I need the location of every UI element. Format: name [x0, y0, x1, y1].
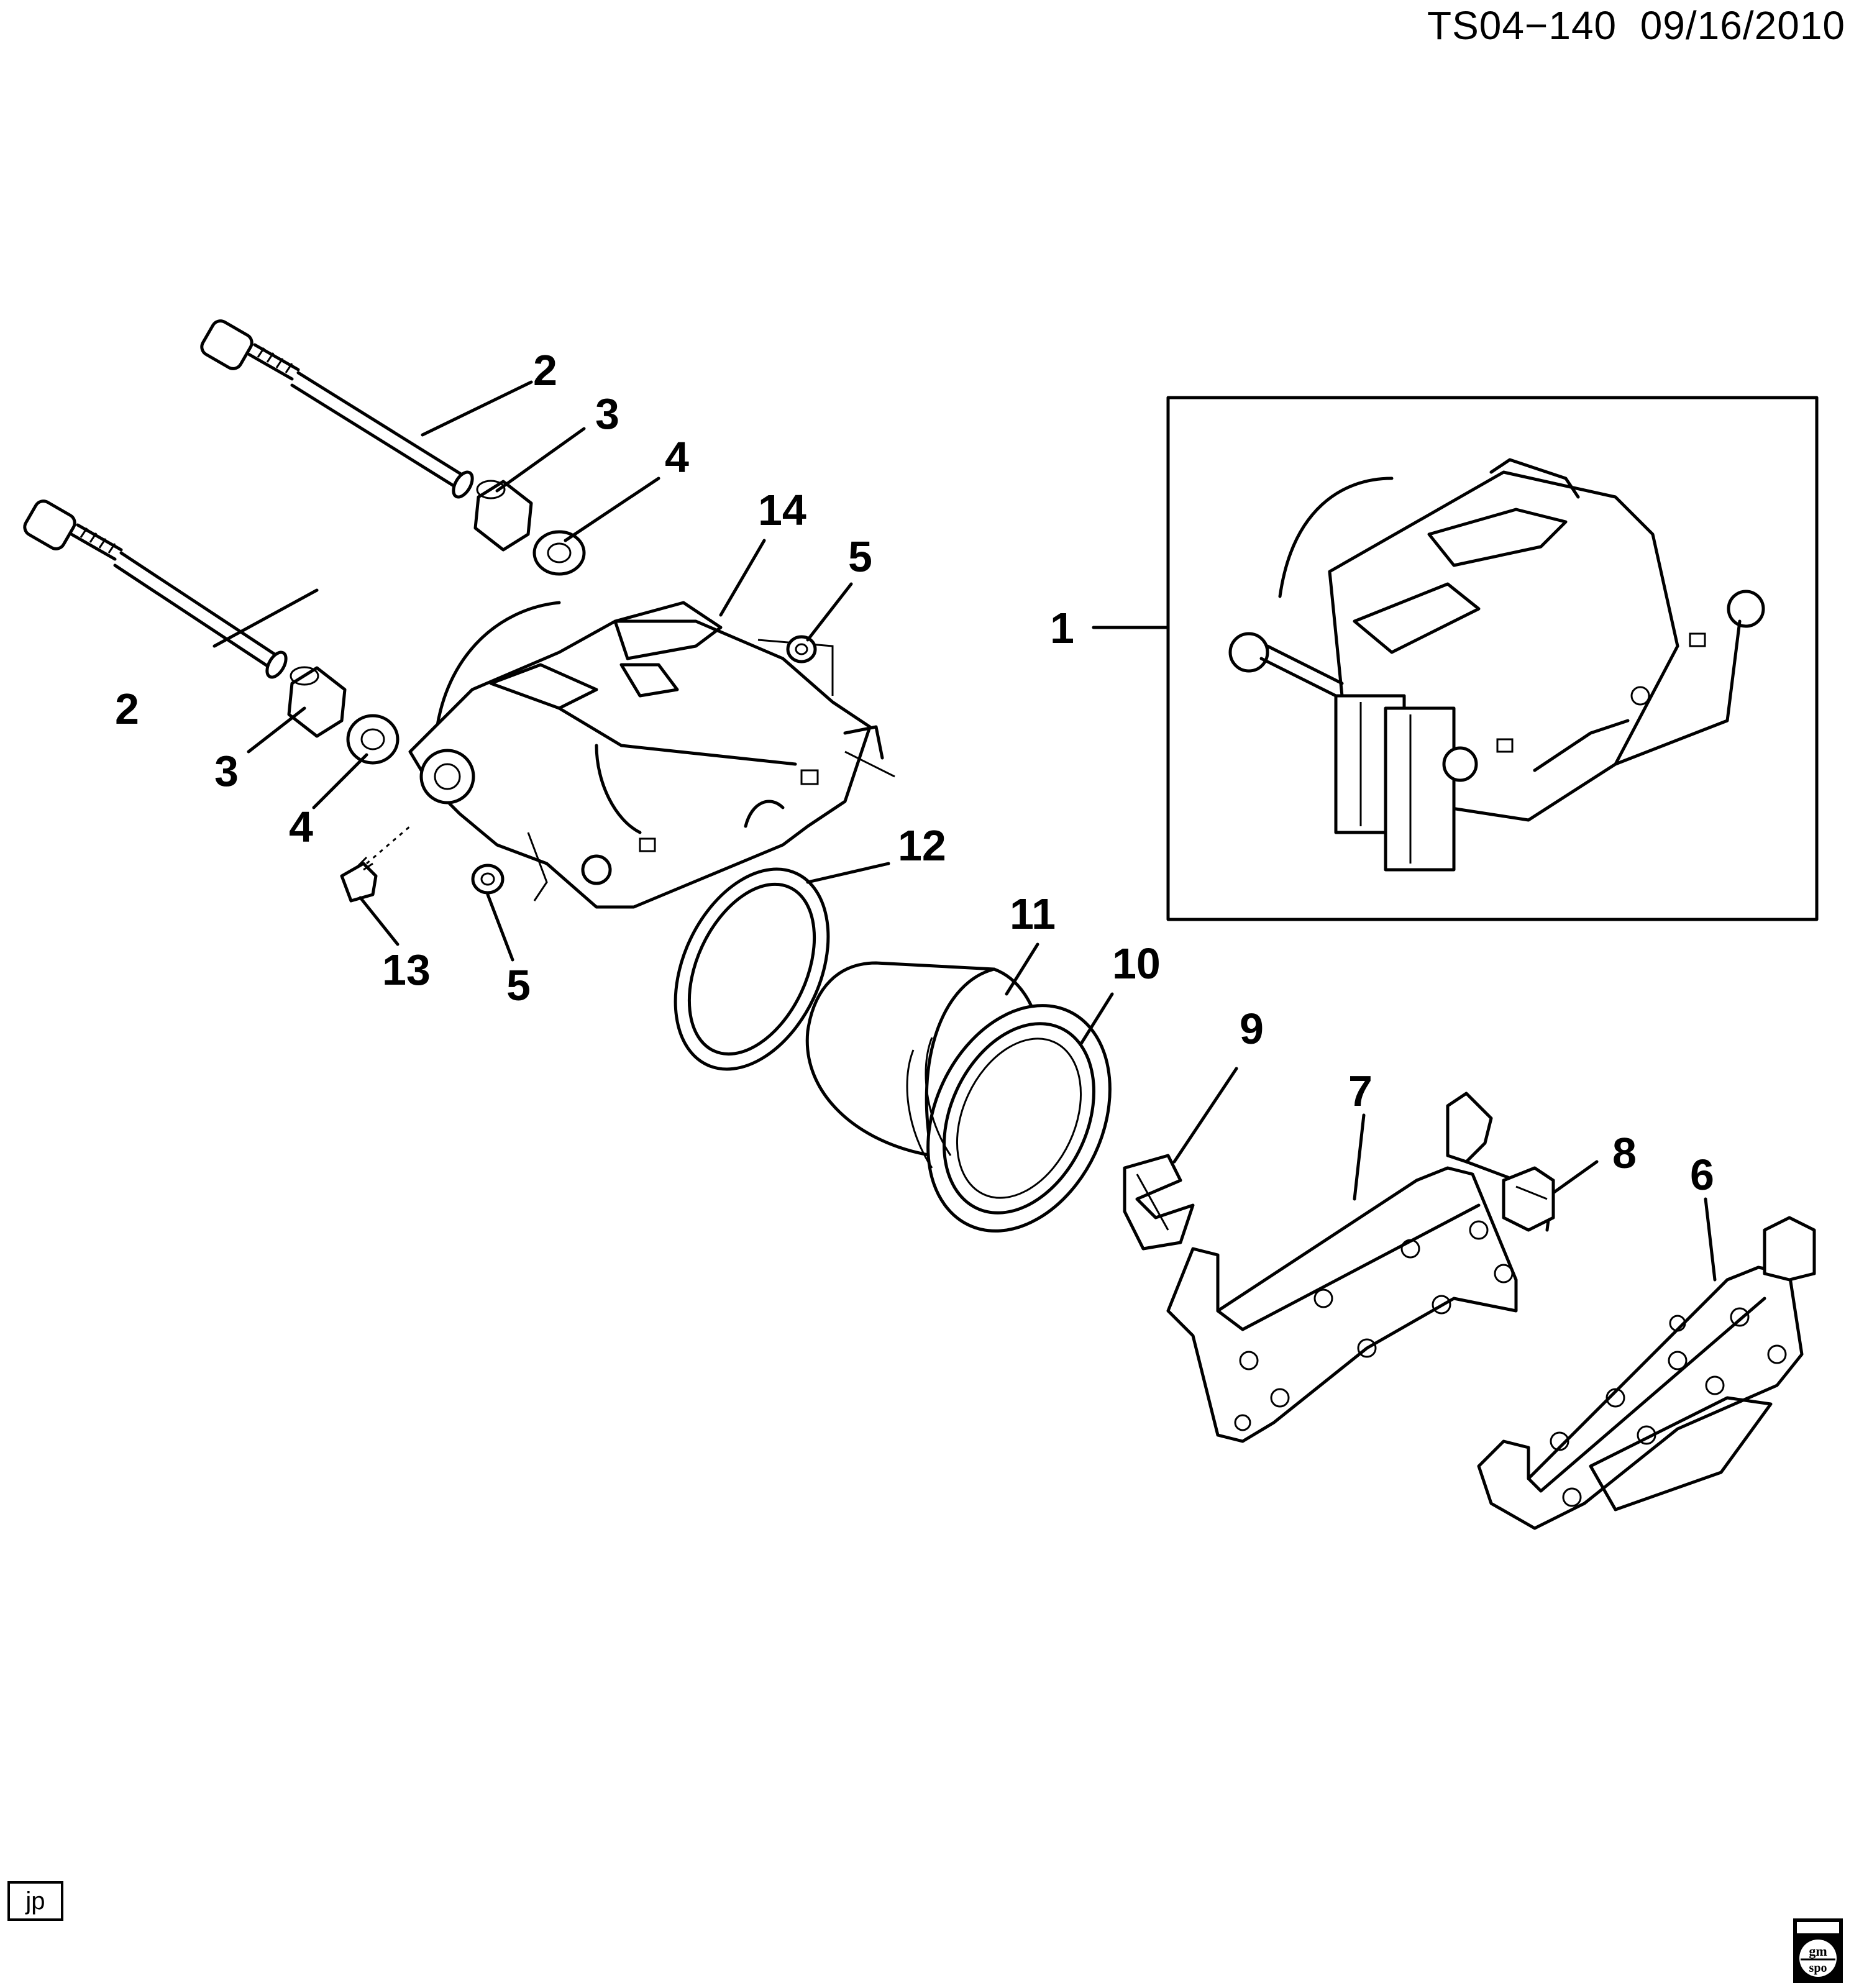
callout-14: 14 — [758, 486, 806, 534]
bushing-upper — [532, 530, 586, 576]
caliper-housing — [408, 601, 895, 909]
svg-text:spo: spo — [1809, 1961, 1827, 1975]
assembled-caliper-inset — [1166, 396, 1819, 921]
callout-13: 13 — [382, 946, 431, 994]
guide-pin-upper — [200, 319, 474, 499]
inboard-brake-pad — [1477, 1216, 1816, 1530]
svg-text:gm: gm — [1809, 1943, 1827, 1959]
callout-9: 9 — [1240, 1005, 1264, 1053]
diagram-header: TS04−140 09/16/2010 — [1427, 2, 1845, 48]
diagram-date: 09/16/2010 — [1640, 3, 1845, 48]
gm-spo-logo: gm spo — [1793, 1918, 1843, 1983]
cap-lower — [471, 864, 505, 895]
callout-1: 1 — [1050, 604, 1074, 652]
callout-7: 7 — [1348, 1067, 1373, 1115]
callout-2-lower: 2 — [115, 685, 139, 733]
bushing-lower — [346, 714, 400, 765]
guide-pin-lower — [23, 499, 288, 679]
outboard-brake-pad — [1166, 1092, 1555, 1443]
callout-2-upper: 2 — [533, 346, 557, 394]
callout-4-upper: 4 — [665, 433, 689, 481]
callout-5-lower: 5 — [506, 961, 531, 1010]
callout-12: 12 — [898, 821, 946, 870]
bleeder-valve — [340, 825, 411, 903]
jp-tag: jp — [7, 1881, 63, 1921]
leader-lines — [212, 380, 1717, 1282]
callout-8: 8 — [1612, 1129, 1637, 1177]
callout-labels: 1 2 2 3 3 4 4 5 5 6 7 8 9 10 11 12 13 14 — [115, 346, 1714, 1199]
callout-11: 11 — [1010, 890, 1056, 938]
callout-10: 10 — [1112, 939, 1161, 988]
piston-boot — [906, 1004, 1112, 1233]
callout-5-upper: 5 — [848, 532, 872, 581]
cap-upper — [786, 635, 817, 663]
callout-6: 6 — [1690, 1151, 1714, 1199]
retainer-spring — [1123, 1154, 1195, 1251]
callout-4-lower: 4 — [289, 803, 313, 851]
wear-sensor — [1502, 1166, 1555, 1232]
sleeve-lower — [287, 666, 347, 738]
sleeve-upper — [473, 480, 533, 552]
callout-3-lower: 3 — [214, 747, 239, 795]
callout-3-upper: 3 — [595, 390, 619, 438]
piston-seal — [674, 867, 830, 1071]
diagram-code: TS04−140 — [1427, 3, 1617, 48]
